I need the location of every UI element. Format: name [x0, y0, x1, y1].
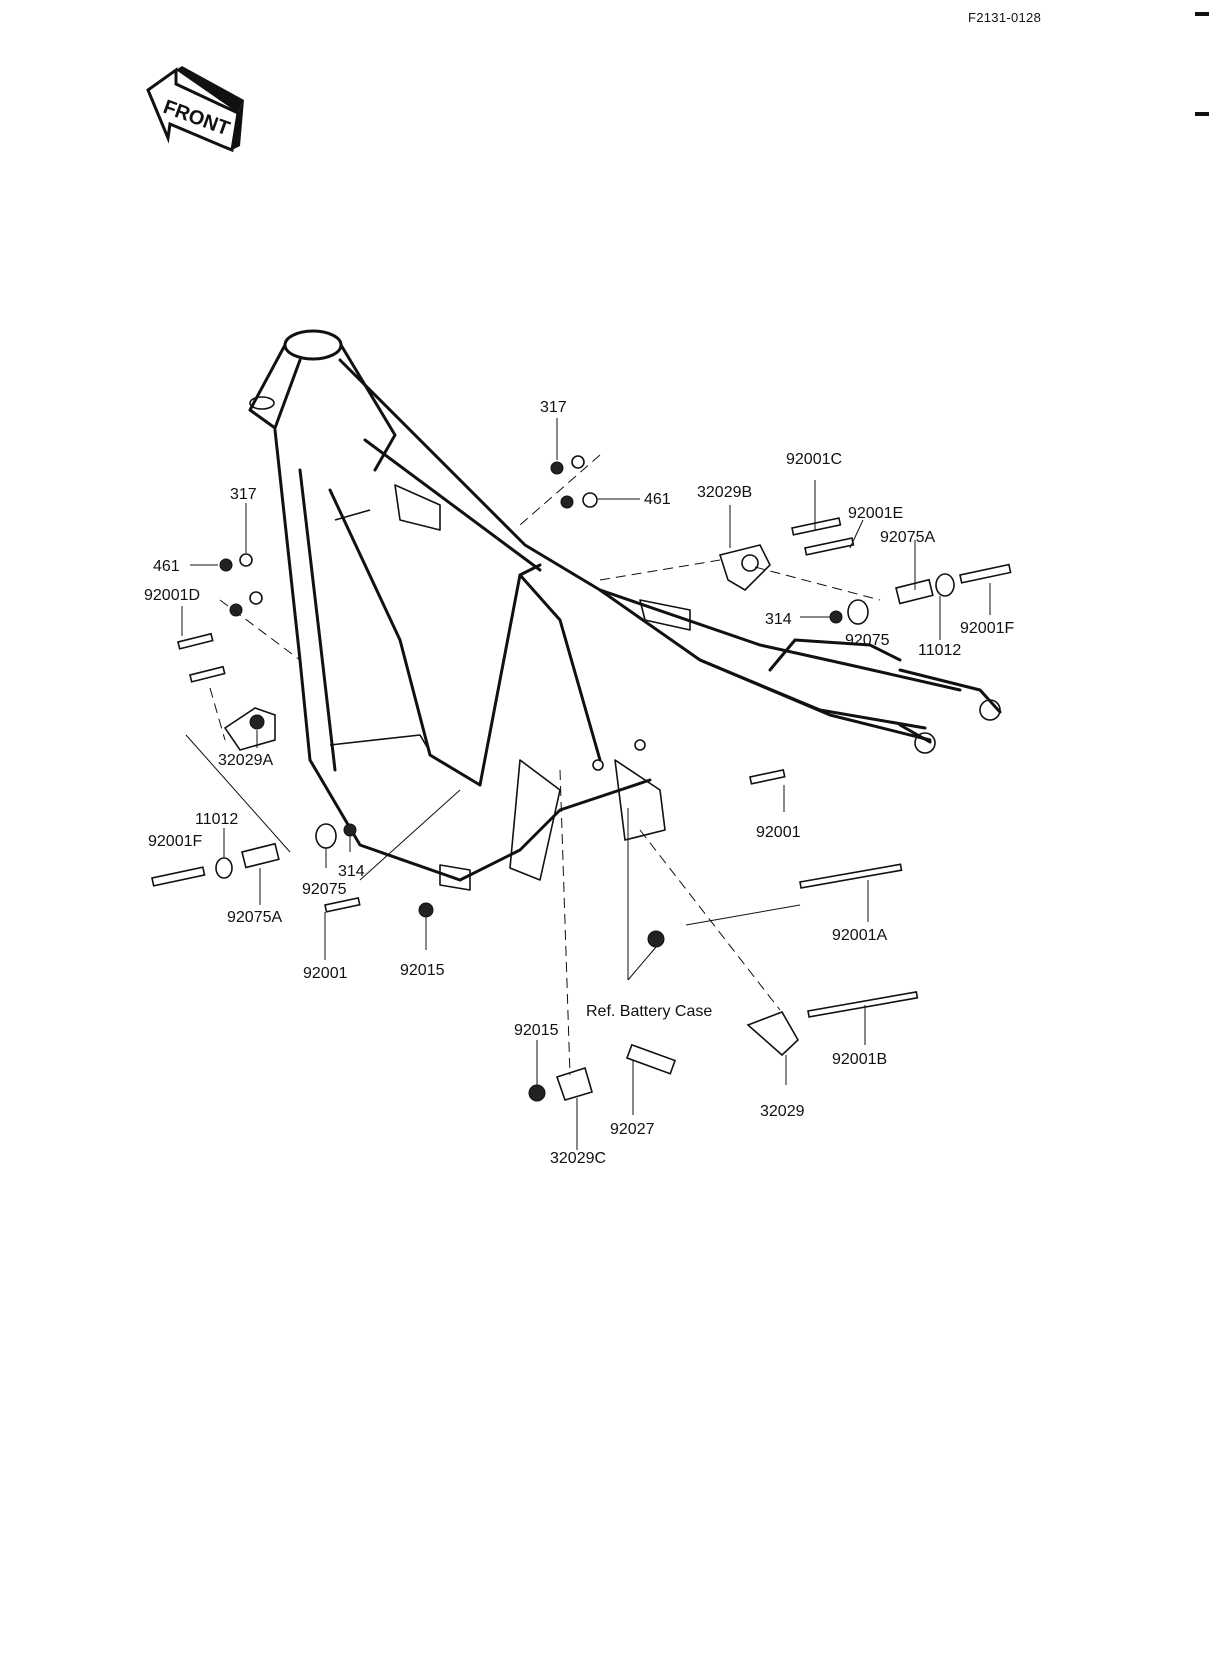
callout-32029B: 32029B [697, 484, 752, 501]
callout-11012-right: 11012 [918, 642, 961, 659]
callout-11012-left: 11012 [195, 811, 238, 828]
callout-92001F-right: 92001F [960, 620, 1014, 637]
leader-lines [181, 418, 991, 1150]
callout-461-top: 461 [644, 491, 671, 508]
callout-92001D: 92001D [144, 587, 200, 604]
callout-92001E: 92001E [848, 505, 903, 522]
callout-314-right: 314 [765, 611, 792, 628]
ref-battery-case: Ref. Battery Case [586, 1003, 712, 1020]
callout-314-left: 314 [338, 863, 365, 880]
fastener-parts [151, 455, 1012, 1102]
callout-92001-left: 92001 [303, 965, 348, 982]
callout-32029: 32029 [760, 1103, 805, 1120]
document-number: F2131-0128 [968, 10, 1042, 25]
part-callouts: 317 461 32029B 92001C 92001E 92075A 9200… [144, 399, 1014, 1167]
callout-92015-center: 92015 [400, 962, 445, 979]
callout-92001-right: 92001 [756, 824, 801, 841]
motorcycle-frame [248, 329, 1002, 891]
callout-461-left: 461 [153, 558, 180, 575]
callout-92075-right: 92075 [845, 632, 890, 649]
callout-32029C: 32029C [550, 1150, 606, 1167]
callout-92001A: 92001A [832, 927, 887, 944]
callout-317-top: 317 [540, 399, 567, 416]
callout-92075A-left: 92075A [227, 909, 282, 926]
callout-92027: 92027 [610, 1121, 655, 1138]
callout-317-left: 317 [230, 486, 257, 503]
page-edge-mark-top [1195, 12, 1209, 16]
callout-92015-bottom: 92015 [514, 1022, 559, 1039]
front-arrow-icon: FRONT [146, 66, 244, 153]
callout-92001B: 92001B [832, 1051, 887, 1068]
callout-92075-left: 92075 [302, 881, 347, 898]
page-edge-mark-bottom [1195, 112, 1209, 116]
callout-92075A-right: 92075A [880, 529, 935, 546]
callout-92001C: 92001C [786, 451, 842, 468]
callout-92001F-left: 92001F [148, 833, 202, 850]
callout-32029A: 32029A [218, 752, 273, 769]
